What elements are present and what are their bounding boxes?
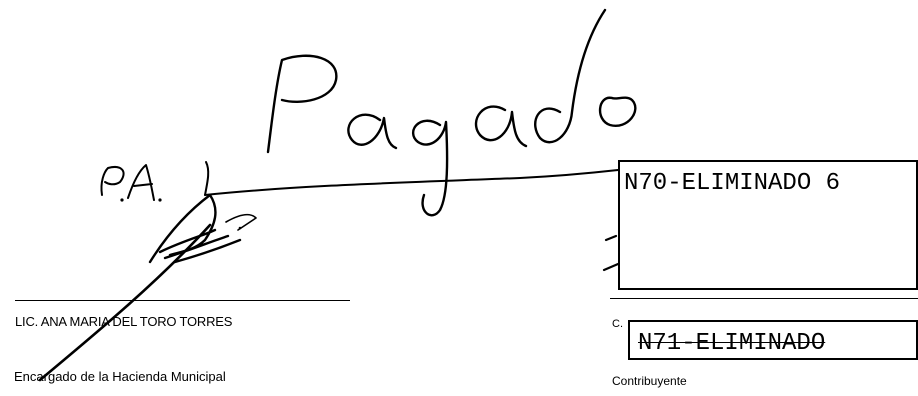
signature-flourish-line <box>204 169 619 196</box>
handwritten-pagado-d <box>534 8 607 144</box>
citizen-prefix: C. <box>612 318 623 330</box>
handwritten-pagado-g <box>412 119 449 217</box>
redaction-box-name: N71-ELIMINADO <box>628 320 918 360</box>
handwritten-pagado-a1 <box>347 113 398 150</box>
official-name: LIC. ANA MARIA DEL TORO TORRES <box>15 314 233 329</box>
handwritten-pagado-p <box>266 54 338 154</box>
signature-diagonal <box>38 223 212 382</box>
handwritten-pagado-a2 <box>474 105 528 148</box>
handwritten-pagado-o <box>598 96 637 127</box>
redaction-label-name: N71-ELIMINADO <box>638 330 826 357</box>
contributor-role: Contribuyente <box>612 374 687 388</box>
handwritten-mark <box>602 234 620 272</box>
redaction-label-top: N70-ELIMINADO 6 <box>624 170 841 197</box>
right-signature-line <box>610 298 918 299</box>
handwritten-initials <box>100 166 125 196</box>
left-signature-line <box>15 300 350 301</box>
official-role: Encargado de la Hacienda Municipal <box>14 369 226 384</box>
redaction-box-top: N70-ELIMINADO 6 <box>618 160 918 290</box>
signature-scribble <box>148 193 242 264</box>
